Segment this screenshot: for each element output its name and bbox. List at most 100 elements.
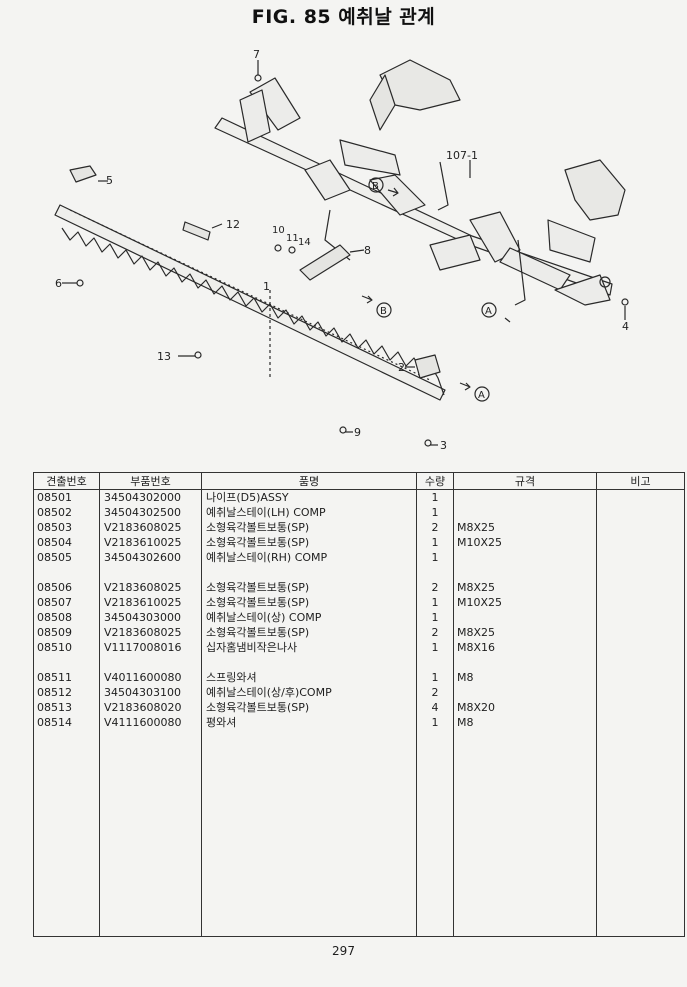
part-no-cell: 34504302500	[99, 505, 202, 520]
qty-cell: 4	[416, 700, 454, 715]
spec-cell	[453, 505, 597, 520]
header-part-no: 부품번호	[99, 472, 202, 490]
spec-cell	[453, 610, 597, 625]
part-no-cell: 34504303100	[99, 685, 202, 700]
remarks-cell	[596, 520, 685, 535]
blank-cell	[201, 730, 417, 937]
remarks-cell	[596, 700, 685, 715]
qty-cell: 1	[416, 535, 454, 550]
ref-no-cell: 08504	[33, 535, 100, 550]
blank-cell	[33, 730, 100, 937]
qty-cell: 1	[416, 489, 454, 505]
table-blank-area	[33, 730, 685, 937]
part-name-cell: 소형육각볼트보통(SP)	[201, 535, 417, 550]
ref-no-cell	[33, 655, 100, 670]
qty-cell: 1	[416, 610, 454, 625]
spec-cell: M8X16	[453, 640, 597, 655]
qty-cell: 2	[416, 685, 454, 700]
ref-no-cell: 08512	[33, 685, 100, 700]
part-no-cell: V1117008016	[99, 640, 202, 655]
page-number: 297	[332, 944, 355, 958]
remarks-cell	[596, 670, 685, 685]
ref-no-cell: 08514	[33, 715, 100, 730]
remarks-cell	[596, 535, 685, 550]
table-row	[33, 655, 685, 670]
part-no-cell: V2183608025	[99, 520, 202, 535]
part-no-cell: 34504302000	[99, 489, 202, 505]
part-name-cell: 평와셔	[201, 715, 417, 730]
part-name-cell: 예취날스테이(상/후)COMP	[201, 685, 417, 700]
part-name-cell	[201, 655, 417, 670]
part-no-cell: V2183610025	[99, 535, 202, 550]
callout-14: 14	[298, 237, 311, 248]
callout-11: 11	[286, 233, 299, 244]
part-name-cell: 십자홈냄비작은나사	[201, 640, 417, 655]
callout-10: 10	[272, 225, 285, 236]
callout-13: 13	[157, 350, 171, 363]
ref-no-cell: 08508	[33, 610, 100, 625]
part-8	[299, 244, 351, 281]
spec-cell	[453, 489, 597, 505]
qty-cell	[416, 565, 454, 580]
qty-cell: 1	[416, 550, 454, 565]
spec-cell: M8X20	[453, 700, 597, 715]
part-12	[182, 221, 211, 241]
ref-no-cell: 08503	[33, 520, 100, 535]
ref-marker-b-lower: B	[380, 306, 387, 317]
header-spec: 규격	[453, 472, 597, 490]
remarks-cell	[596, 565, 685, 580]
qty-cell: 1	[416, 595, 454, 610]
part-5	[69, 165, 97, 183]
remarks-cell	[596, 550, 685, 565]
callout-8: 8	[364, 244, 371, 257]
table-header-row: 견출번호 부품번호 품명 수량 규격 비고	[33, 472, 685, 490]
part-no-cell	[99, 655, 202, 670]
qty-cell: 2	[416, 580, 454, 595]
part-name-cell: 소형육각볼트보통(SP)	[201, 520, 417, 535]
part-no-cell: V2183610025	[99, 595, 202, 610]
ref-no-cell: 08506	[33, 580, 100, 595]
callout-107-1: 107-1	[446, 149, 478, 162]
ref-no-cell	[33, 565, 100, 580]
callout-4: 4	[622, 320, 629, 333]
ref-no-cell: 08511	[33, 670, 100, 685]
spec-cell: M8	[453, 670, 597, 685]
remarks-cell	[596, 685, 685, 700]
part-name-cell: 소형육각볼트보통(SP)	[201, 700, 417, 715]
callout-7: 7	[253, 48, 260, 61]
remarks-cell	[596, 489, 685, 505]
ref-no-cell: 08501	[33, 489, 100, 505]
figure-title: FIG. 85 예취날 관계	[251, 6, 436, 28]
spec-cell: M8X25	[453, 520, 597, 535]
callout-3: 3	[440, 439, 447, 450]
remarks-cell	[596, 625, 685, 640]
ref-no-cell: 08510	[33, 640, 100, 655]
qty-cell	[416, 655, 454, 670]
table-row	[33, 565, 685, 580]
ref-marker-a-lower: A	[478, 390, 485, 401]
part-no-cell: V2183608025	[99, 580, 202, 595]
part-no-cell: V4011600080	[99, 670, 202, 685]
blank-cell	[416, 730, 454, 937]
qty-cell: 1	[416, 505, 454, 520]
ref-no-cell: 08509	[33, 625, 100, 640]
header-ref-no: 견출번호	[33, 472, 100, 490]
ref-no-cell: 08513	[33, 700, 100, 715]
ref-marker-a-upper: A	[485, 306, 492, 317]
spec-cell: M10X25	[453, 535, 597, 550]
callout-1: 1	[263, 280, 270, 293]
part-no-cell: V2183608025	[99, 625, 202, 640]
ref-marker-b-upper: B	[372, 181, 379, 192]
remarks-cell	[596, 505, 685, 520]
spec-cell: M10X25	[453, 595, 597, 610]
callout-9: 9	[354, 426, 361, 439]
qty-cell: 1	[416, 715, 454, 730]
